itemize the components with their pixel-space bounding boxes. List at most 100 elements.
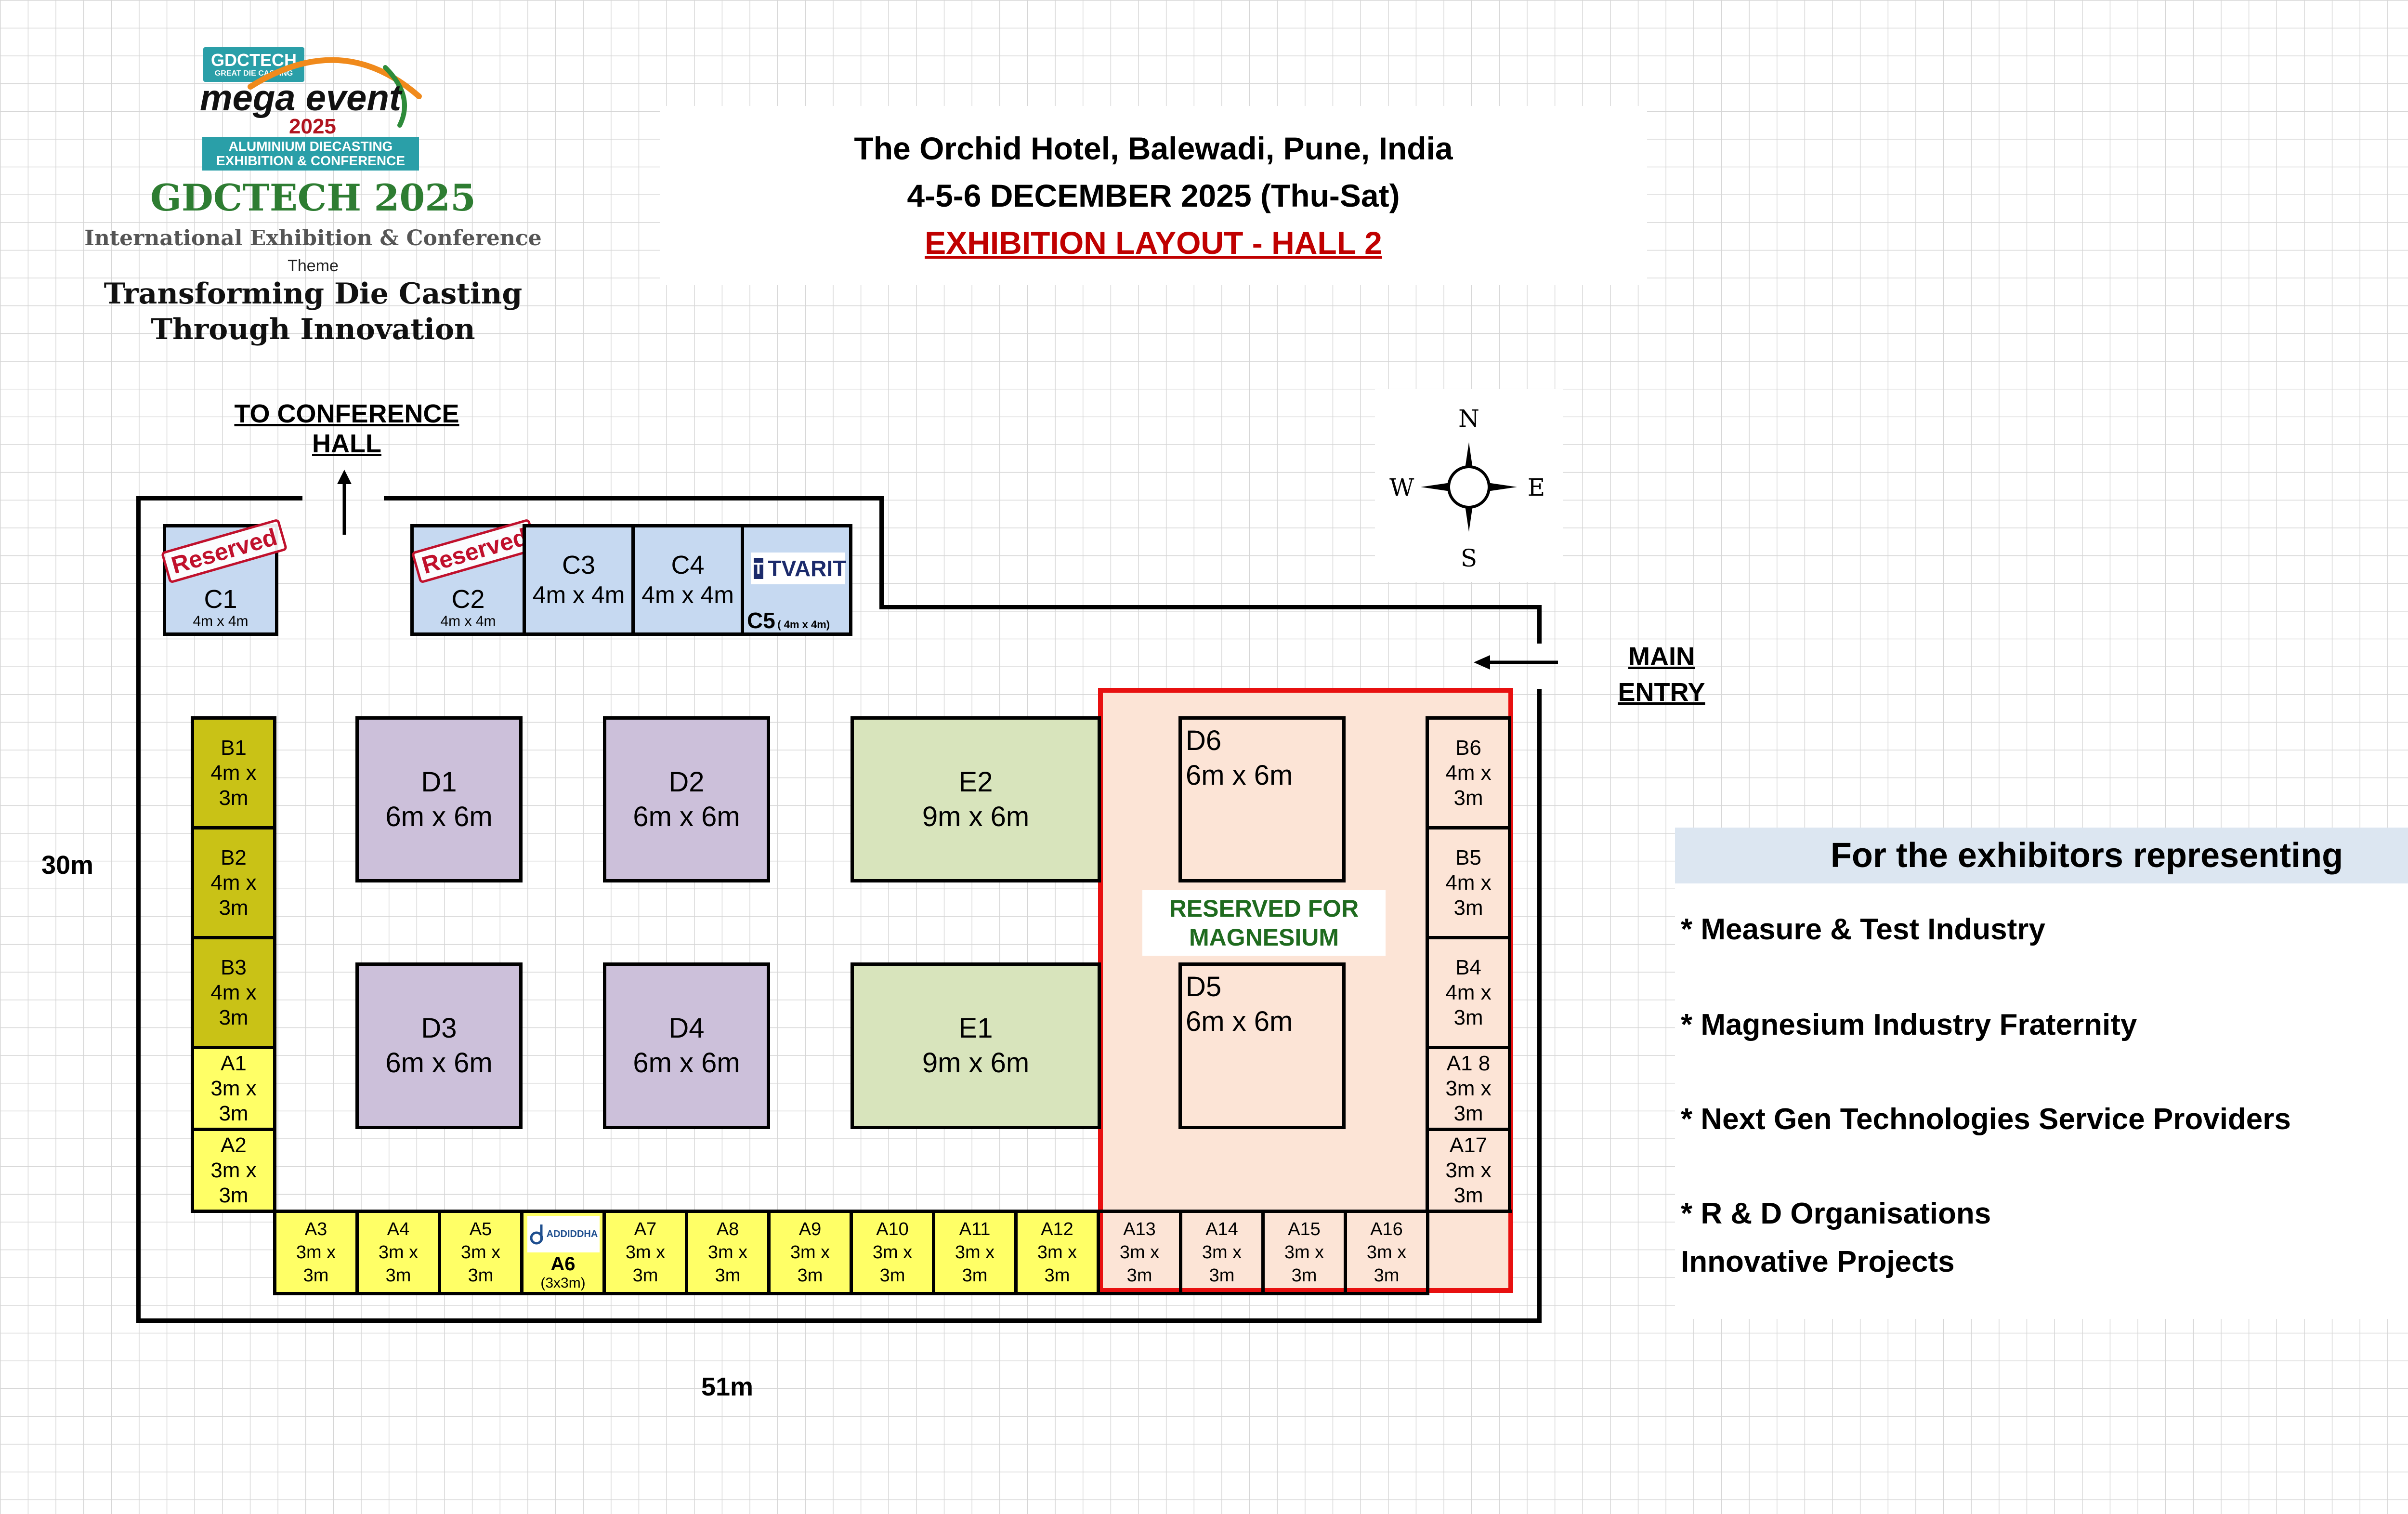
booth-a13[interactable]: A13 3m x 3m bbox=[1097, 1210, 1182, 1295]
booth-a5[interactable]: A5 3m x 3m bbox=[438, 1210, 523, 1295]
booth-c4[interactable]: C4 4m x 4m bbox=[631, 524, 744, 636]
booth-a18-size1: 3m x bbox=[1445, 1076, 1492, 1100]
logo-theme-line2: Through Innovation bbox=[151, 313, 475, 346]
booth-e2[interactable]: E2 9m x 6m bbox=[851, 716, 1101, 882]
event-logo: GDCTECH GREAT DIE CASTING mega event 202… bbox=[82, 39, 544, 366]
info-heading: For the exhibitors representing bbox=[1675, 828, 2408, 883]
info-item-4: * R & D Organisations bbox=[1681, 1197, 1991, 1230]
booth-b2-code: B2 bbox=[221, 845, 247, 869]
wall-top-left bbox=[136, 496, 302, 500]
booth-b4-size2: 3m bbox=[1453, 1005, 1483, 1029]
booth-c2-size: 4m x 4m bbox=[440, 613, 496, 629]
booth-a18[interactable]: A1 8 3m x 3m bbox=[1426, 1046, 1511, 1131]
exhibitor-info-panel: For the exhibitors representing * Measur… bbox=[1675, 828, 2408, 1319]
booth-a14[interactable]: A14 3m x 3m bbox=[1179, 1210, 1265, 1295]
booth-b1-code: B1 bbox=[221, 736, 247, 760]
booth-d6[interactable]: D6 6m x 6m bbox=[1178, 716, 1346, 882]
booth-a6-size: (3x3m) bbox=[540, 1275, 586, 1291]
booth-b1[interactable]: B1 4m x 3m bbox=[191, 716, 276, 829]
booth-c5[interactable]: T TVARIT C5 ( 4m x 4m) bbox=[741, 524, 852, 636]
logo-subtitle: International Exhibition & Conference bbox=[84, 226, 542, 250]
wall-left bbox=[136, 496, 141, 1323]
hall-height-label: 30m bbox=[41, 851, 94, 880]
booth-b5[interactable]: B5 4m x 3m bbox=[1426, 826, 1511, 939]
booth-b2-size1: 4m x bbox=[210, 870, 257, 895]
wall-step-horizontal bbox=[879, 605, 1542, 609]
magnesium-zone-label: RESERVED FOR MAGNESIUM bbox=[1142, 890, 1386, 956]
booth-a9-code: A9 bbox=[798, 1219, 822, 1239]
booth-c3[interactable]: C3 4m x 4m bbox=[523, 524, 635, 636]
booth-a15-size2: 3m bbox=[1291, 1265, 1317, 1286]
booth-a2-code: A2 bbox=[221, 1133, 247, 1157]
booth-a12-code: A12 bbox=[1041, 1219, 1073, 1239]
booth-a16-code: A16 bbox=[1370, 1219, 1403, 1239]
booth-a13-size1: 3m x bbox=[1119, 1242, 1160, 1263]
booth-b6-size2: 3m bbox=[1453, 786, 1483, 810]
logo-title: GDCTECH 2025 bbox=[150, 176, 476, 219]
entry-arrow-icon bbox=[1474, 655, 1558, 670]
booth-a2-size1: 3m x bbox=[210, 1158, 257, 1182]
booth-b6-code: B6 bbox=[1455, 736, 1481, 760]
tvarit-name: TVARIT bbox=[768, 556, 847, 581]
booth-d5[interactable]: D5 6m x 6m bbox=[1178, 962, 1346, 1129]
booth-d3[interactable]: D3 6m x 6m bbox=[355, 962, 523, 1129]
booth-a11[interactable]: A11 3m x 3m bbox=[932, 1210, 1018, 1295]
tvarit-mark-icon: T bbox=[754, 558, 763, 579]
booth-a6[interactable]: ADDIDDHA A6 (3x3m) bbox=[520, 1210, 606, 1295]
booth-a4[interactable]: A4 3m x 3m bbox=[355, 1210, 441, 1295]
booth-a17[interactable]: A17 3m x 3m bbox=[1426, 1128, 1511, 1213]
booth-c4-code: C4 bbox=[671, 551, 705, 579]
logo-theme-label: Theme bbox=[288, 257, 339, 275]
booth-a3[interactable]: A3 3m x 3m bbox=[273, 1210, 359, 1295]
booth-a12-size2: 3m bbox=[1044, 1265, 1070, 1286]
booth-b3-code: B3 bbox=[221, 955, 247, 979]
booth-a12[interactable]: A12 3m x 3m bbox=[1014, 1210, 1100, 1295]
layout-title: EXHIBITION LAYOUT - HALL 2 bbox=[925, 225, 1382, 261]
booth-a15[interactable]: A15 3m x 3m bbox=[1261, 1210, 1347, 1295]
booth-a1[interactable]: A1 3m x 3m bbox=[191, 1046, 276, 1131]
booth-a3-size1: 3m x bbox=[296, 1242, 336, 1263]
booth-a14-size2: 3m bbox=[1209, 1265, 1235, 1286]
magnesium-zone-line1: RESERVED FOR bbox=[1169, 895, 1359, 922]
booth-a2[interactable]: A2 3m x 3m bbox=[191, 1128, 276, 1213]
booth-a7[interactable]: A7 3m x 3m bbox=[602, 1210, 688, 1295]
booth-a4-code: A4 bbox=[387, 1219, 410, 1239]
booth-a17-size1: 3m x bbox=[1445, 1158, 1492, 1182]
booth-d5-code: D5 bbox=[1186, 971, 1222, 1002]
booth-b2-size2: 3m bbox=[219, 895, 249, 920]
booth-d4[interactable]: D4 6m x 6m bbox=[603, 962, 770, 1129]
booth-a4-size2: 3m bbox=[385, 1265, 411, 1286]
booth-a11-size1: 3m x bbox=[955, 1242, 995, 1263]
booth-b3-size1: 4m x bbox=[210, 980, 257, 1004]
compass-north: N bbox=[1458, 405, 1479, 433]
booth-b6[interactable]: B6 4m x 3m bbox=[1426, 716, 1511, 829]
booth-b3[interactable]: B3 4m x 3m bbox=[191, 936, 276, 1049]
booth-a4-size1: 3m x bbox=[378, 1242, 419, 1263]
addiddha-logo: ADDIDDHA bbox=[527, 1216, 600, 1252]
booth-d4-size: 6m x 6m bbox=[633, 1047, 740, 1079]
logo-brand: GDCTECH bbox=[211, 50, 297, 70]
tvarit-logo: T TVARIT bbox=[751, 553, 847, 584]
booth-b5-size1: 4m x bbox=[1445, 870, 1492, 895]
booth-b4[interactable]: B4 4m x 3m bbox=[1426, 936, 1511, 1049]
booth-a16-size1: 3m x bbox=[1366, 1242, 1407, 1263]
booth-a2-size2: 3m bbox=[219, 1183, 249, 1207]
booth-a8[interactable]: A8 3m x 3m bbox=[685, 1210, 771, 1295]
booth-d1[interactable]: D1 6m x 6m bbox=[355, 716, 523, 882]
conference-hall-label: TO CONFERENCE HALL bbox=[234, 399, 459, 458]
booth-e1[interactable]: E1 9m x 6m bbox=[851, 962, 1101, 1129]
booth-d3-size: 6m x 6m bbox=[385, 1047, 493, 1079]
booth-a12-size1: 3m x bbox=[1037, 1242, 1077, 1263]
booth-b2[interactable]: B2 4m x 3m bbox=[191, 826, 276, 939]
booth-d2[interactable]: D2 6m x 6m bbox=[603, 716, 770, 882]
compass-rose-icon bbox=[1421, 442, 1517, 532]
booth-a10[interactable]: A10 3m x 3m bbox=[850, 1210, 935, 1295]
compass-east: E bbox=[1527, 474, 1545, 501]
booth-a9[interactable]: A9 3m x 3m bbox=[767, 1210, 853, 1295]
booth-a1-size1: 3m x bbox=[210, 1076, 257, 1100]
booth-a16[interactable]: A16 3m x 3m bbox=[1344, 1210, 1429, 1295]
booth-e2-size: 9m x 6m bbox=[922, 801, 1030, 832]
wall-bottom bbox=[136, 1318, 1542, 1323]
booth-a13-size2: 3m bbox=[1126, 1265, 1152, 1286]
booth-a17-code: A17 bbox=[1449, 1133, 1488, 1157]
